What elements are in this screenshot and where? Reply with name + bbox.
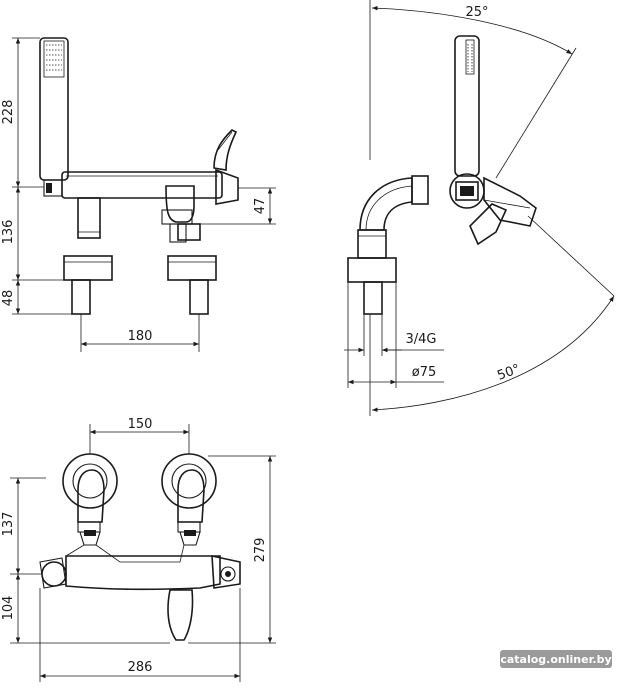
side-view: 25° 50° 3/4G ø75: [344, 0, 615, 416]
side-lever: [469, 176, 537, 246]
top-horizontal-286: 286: [39, 588, 241, 682]
dim-47: 47: [253, 198, 268, 215]
front-horizontal-dimension: 180: [80, 314, 200, 352]
dim-180: 180: [128, 329, 153, 344]
side-hand-shower: [454, 35, 480, 177]
mixer-body: [61, 129, 239, 205]
top-vertical-right: 279: [188, 455, 276, 644]
watermark-text: catalog.onliner.by: [500, 653, 611, 666]
side-angle-bottom: 50°: [369, 215, 615, 416]
top-horizontal-150: 150: [89, 417, 190, 454]
dim-3-4g: 3/4G: [406, 332, 437, 347]
dim-286: 286: [128, 660, 153, 675]
top-body: [39, 544, 241, 591]
front-outlet-dimension: 47: [196, 187, 276, 225]
dim-50-degree: 50°: [495, 362, 522, 384]
dim-136: 136: [1, 220, 16, 245]
dim-104: 104: [1, 596, 16, 621]
right-connector: [167, 223, 217, 315]
watermark: catalog.onliner.by: [500, 650, 612, 668]
top-view: 150 137 104 279 286: [1, 417, 276, 682]
dim-diameter-75: ø75: [412, 365, 437, 380]
side-holder: [411, 173, 485, 209]
dim-137: 137: [1, 512, 16, 537]
front-vertical-dimensions: 228 136 48: [1, 37, 72, 315]
dim-48: 48: [1, 290, 16, 307]
shower-head-nozzles: [46, 44, 62, 71]
dim-25-degree: 25°: [465, 5, 488, 20]
side-body-curve: [347, 177, 413, 315]
top-vertical-left: 137 104: [1, 477, 170, 644]
dim-279: 279: [253, 538, 268, 563]
left-connector: [63, 197, 113, 315]
dim-150: 150: [128, 417, 153, 432]
dim-228: 228: [1, 100, 16, 125]
front-view: 228 136 48 47 180: [1, 37, 276, 352]
top-spout: [167, 589, 194, 641]
side-thread-dimensions: 3/4G ø75: [344, 282, 444, 388]
right-rosette: [161, 453, 217, 546]
side-angle-top: 25°: [369, 0, 577, 179]
left-rosette: [62, 453, 118, 546]
